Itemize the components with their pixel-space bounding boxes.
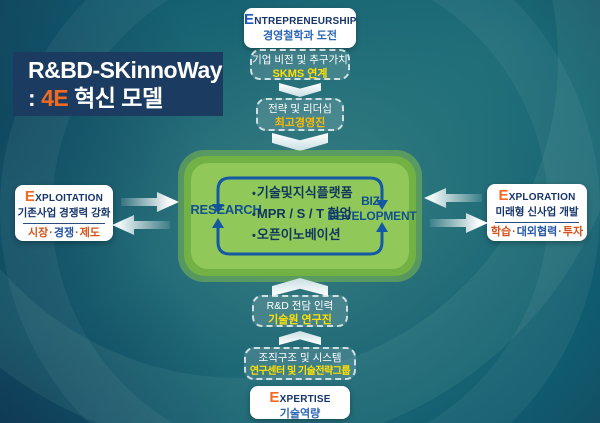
engine-bullet-list: •기술및지식플랫폼 •MPR / S / T 협업 •오픈이노베이션 <box>252 183 353 246</box>
entrepreneurship-subtitle: 경영철학과 도전 <box>263 30 337 42</box>
biz-development-label: BIZ. DEVELOPMENT <box>327 194 417 223</box>
organization-system-box: 조직구조 및 시스템 연구센터 및 기술전략그룹 <box>244 347 356 380</box>
entrepreneurship-box: ENTREPRENEURSHIP 경영철학과 도전 <box>244 8 356 48</box>
expertise-heading: EXPERTISE <box>269 389 331 406</box>
bullet-platform: •기술및지식플랫폼 <box>252 185 353 200</box>
vision-line: 기업 비전 및 추구가치 <box>252 54 348 66</box>
up-chevron-arrow-1 <box>272 278 328 296</box>
expertise-subtitle: 기술역량 <box>279 408 321 420</box>
innovation-engine-box: RESEARCH BIZ. DEVELOPMENT •기술및지식플랫폼 •MPR… <box>178 150 422 282</box>
down-chevron-arrow-2 <box>272 133 328 151</box>
engine-inner-panel <box>191 163 409 269</box>
diagram-title-box: R&BD-SKinnoWay : 4E 혁신 모델 <box>13 52 223 116</box>
research-center-label: 연구센터 및 기술전략그룹 <box>249 366 351 377</box>
expertise-box: EXPERTISE 기술역량 <box>250 386 350 420</box>
exploration-box: EXPLORATION 미래형 신사업 개발 학습·대외협력·투자 <box>487 184 587 241</box>
cycle-arrows <box>212 176 388 256</box>
down-chevron-arrow-1 <box>279 83 321 97</box>
bullet-mpr-collab: •MPR / S / T 협업 <box>252 206 352 221</box>
entrepreneurship-heading: ENTREPRENEURSHIP <box>244 11 357 28</box>
vision-value-box: 기업 비전 및 추구가치 SKMS 연계 <box>250 49 350 80</box>
exploration-heading: EXPLORATION <box>498 187 576 204</box>
divider-line <box>495 222 579 223</box>
exploration-subtitle: 미래형 신사업 개발 <box>495 206 579 218</box>
top-management-label: 최고경영진 <box>274 117 326 129</box>
strategy-line: 전략 및 리더십 <box>268 103 332 115</box>
exploitation-subtitle: 기존사업 경쟁력 강화 <box>17 207 111 219</box>
exploitation-keywords: 시장·경쟁·제도 <box>27 227 101 239</box>
exploration-keywords: 학습·대외협력·투자 <box>490 226 584 238</box>
bullet-open-innovation: •오픈이노베이션 <box>252 227 341 242</box>
rd-personnel-box: R&D 전담 인력 기술원 연구진 <box>252 295 348 327</box>
institute-researchers-label: 기술원 연구진 <box>268 314 332 326</box>
title-line-1: R&BD-SKinnoWay <box>28 57 223 83</box>
exploitation-box: EXPLOITATION 기존사업 경쟁력 강화 시장·경쟁·제도 <box>15 185 113 241</box>
up-chevron-arrow-2 <box>279 331 321 345</box>
research-label: RESEARCH <box>190 202 262 217</box>
organization-line: 조직구조 및 시스템 <box>258 352 342 364</box>
exploitation-heading: EXPLOITATION <box>24 188 104 205</box>
title-accent-4e: 4E <box>41 85 69 111</box>
rd-personnel-line: R&D 전담 인력 <box>266 300 334 312</box>
strategy-leadership-box: 전략 및 리더십 최고경영진 <box>256 98 344 131</box>
skms-link-label: SKMS 연계 <box>272 68 328 80</box>
title-line-2: : 4E 혁신 모델 <box>28 85 163 111</box>
divider-line <box>23 223 105 224</box>
